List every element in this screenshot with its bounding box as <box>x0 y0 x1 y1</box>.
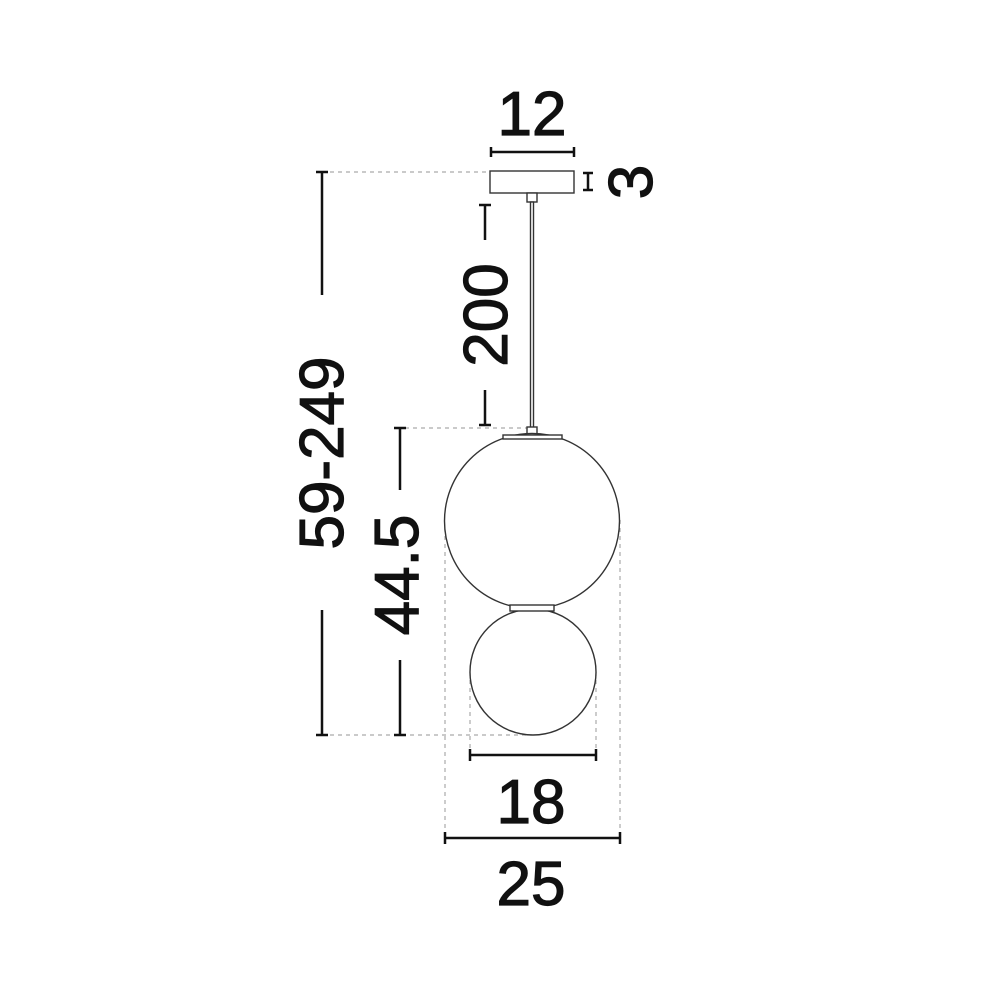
canopy-width-label: 12 <box>498 80 567 149</box>
total-height-label: 59-249 <box>288 356 357 549</box>
dimension-lines <box>316 147 622 844</box>
small-globe-diameter-label: 18 <box>497 768 566 837</box>
lamp-body <box>443 170 621 736</box>
canopy-height-label: 3 <box>597 165 666 199</box>
globe-top-cap <box>502 434 563 440</box>
canopy-connector <box>526 192 538 203</box>
shade-height-label: 44.5 <box>363 515 432 636</box>
small-globe <box>469 608 597 736</box>
ceiling-canopy <box>489 170 575 194</box>
globe-joint-ring <box>509 604 555 612</box>
large-globe <box>443 432 621 610</box>
suspension-cable <box>529 201 535 429</box>
cable-length-label: 200 <box>452 263 521 366</box>
guide-lines <box>330 171 621 838</box>
large-globe-diameter-label: 25 <box>497 850 566 919</box>
